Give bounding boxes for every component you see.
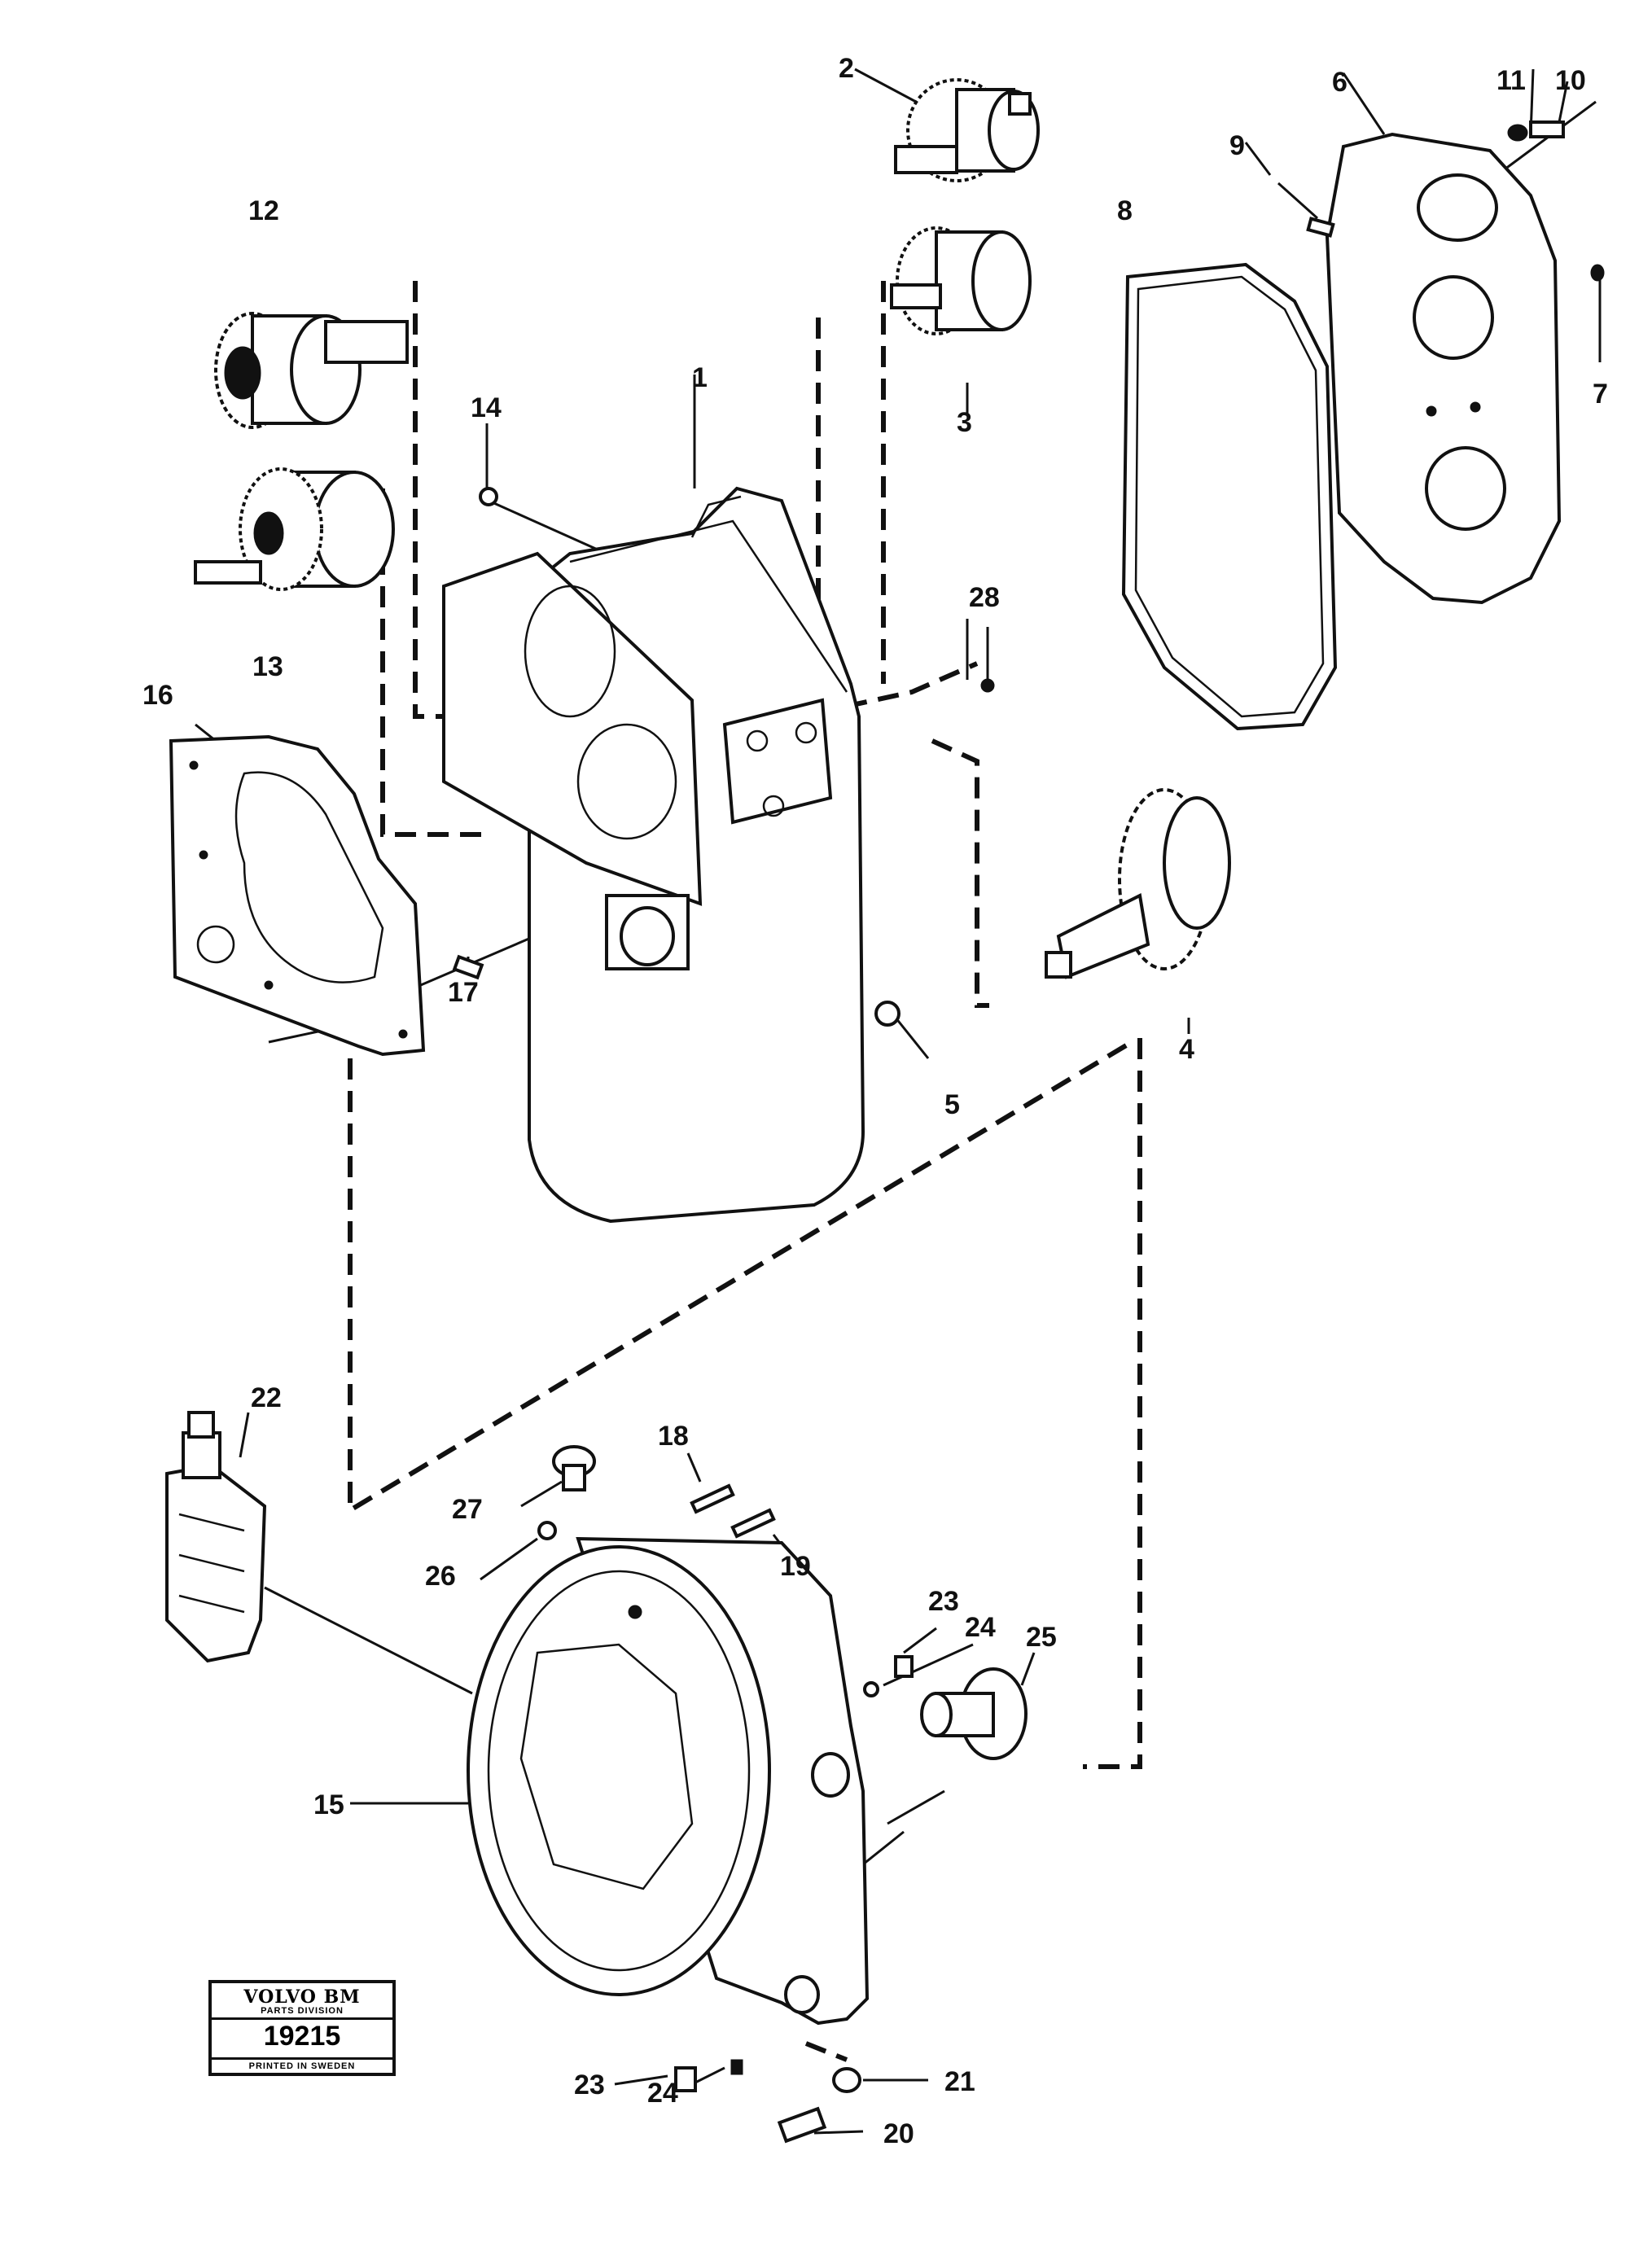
label-1: 1 <box>692 362 708 393</box>
label-20: 20 <box>883 2118 914 2149</box>
label-2: 2 <box>839 53 854 84</box>
label-24a: 24 <box>965 1612 996 1643</box>
label-24b: 24 <box>647 2078 678 2109</box>
part-1-transmission-housing <box>442 486 900 1224</box>
label-3: 3 <box>957 407 972 438</box>
volvo-bm-parts-stamp: VOLVO BM PARTS DIVISION 19215 PRINTED IN… <box>208 1980 396 2076</box>
label-23b: 23 <box>574 2070 605 2100</box>
part-25-flange-bush <box>920 1667 1028 1760</box>
stamp-division: PARTS DIVISION <box>212 2006 392 2020</box>
label-17: 17 <box>448 977 479 1008</box>
label-5: 5 <box>944 1089 960 1120</box>
part-4-shaft-gear <box>1045 788 1231 979</box>
label-6: 6 <box>1332 67 1347 98</box>
part-2-gear-assembly <box>894 78 1040 182</box>
label-12: 12 <box>248 195 279 226</box>
stamp-printed: PRINTED IN SWEDEN <box>212 2057 392 2073</box>
part-12-gear-assembly <box>214 312 409 429</box>
label-10: 10 <box>1555 65 1586 96</box>
label-9: 9 <box>1229 130 1245 161</box>
label-22: 22 <box>251 1382 282 1413</box>
label-14: 14 <box>471 392 502 423</box>
label-13: 13 <box>252 651 283 682</box>
part-15-bell-housing <box>467 1536 870 2026</box>
part-labels: 1 2 3 4 5 6 7 8 9 10 11 12 13 14 15 16 1… <box>142 53 1608 2149</box>
part-6-cover-plate <box>1325 132 1562 605</box>
label-27: 27 <box>452 1494 483 1525</box>
stamp-brand: VOLVO BM <box>243 1986 361 2008</box>
label-18: 18 <box>658 1421 689 1452</box>
assembly-dashed-lines <box>348 281 1142 2062</box>
label-16: 16 <box>142 680 173 711</box>
label-15: 15 <box>313 1789 344 1820</box>
label-8: 8 <box>1117 195 1133 226</box>
part-22-valve-block <box>165 1411 267 1663</box>
label-11: 11 <box>1496 65 1526 96</box>
label-23a: 23 <box>928 1586 959 1617</box>
part-3-gear-assembly <box>890 226 1032 335</box>
label-19: 19 <box>780 1551 811 1582</box>
label-26: 26 <box>425 1561 456 1592</box>
label-21: 21 <box>944 2066 975 2097</box>
label-25: 25 <box>1026 1622 1057 1653</box>
stamp-number: 19215 <box>263 2021 341 2052</box>
label-28: 28 <box>969 582 1000 613</box>
part-13-gear-assembly <box>194 467 395 591</box>
lower-fasteners <box>537 1445 914 2144</box>
part-16-gasket-plate <box>169 734 426 1057</box>
label-7: 7 <box>1593 379 1608 410</box>
part-8-gasket <box>1121 262 1338 731</box>
small-fasteners <box>452 120 1605 980</box>
label-4: 4 <box>1179 1034 1194 1065</box>
